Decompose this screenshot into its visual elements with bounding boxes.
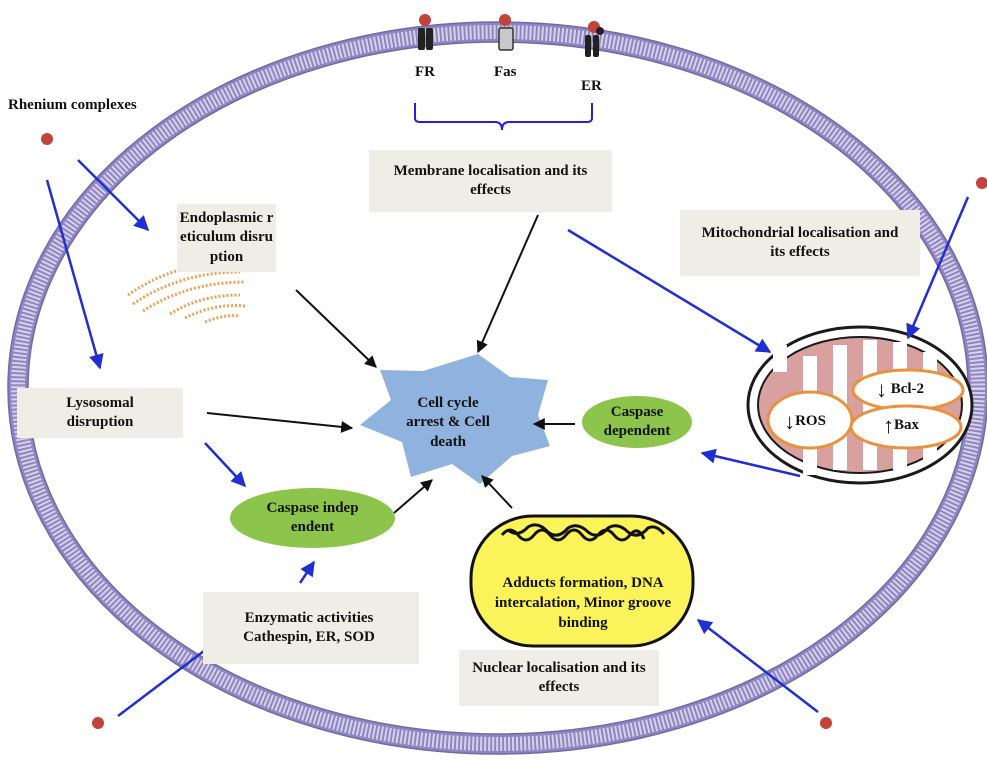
receptor-er-icon <box>585 21 604 57</box>
ros-label: ↓ROS <box>770 408 840 436</box>
cell-death-star <box>360 354 550 484</box>
receptor-fas-label: Fas <box>494 64 517 80</box>
ros-text: ROS <box>795 413 826 430</box>
complex-dot-bottom-left <box>92 717 104 729</box>
nucleus-dna-effects-label: Adducts formation, DNA intercalation, Mi… <box>494 574 672 632</box>
arrow-lyso-to-casp-indep <box>204 442 247 488</box>
complex-dot-top-left <box>41 133 53 145</box>
arrow-to-lysosome <box>45 179 104 370</box>
nuclear-localisation-label: Nuclear localisation and its effects <box>459 650 659 706</box>
caspase-dependent-badge: Caspase dependent <box>582 396 692 448</box>
arrow-mito-to-caspase <box>700 448 801 478</box>
arrow-complex-to-mito <box>906 196 970 340</box>
caspase-independent-badge: Caspase independent <box>230 488 395 548</box>
receptor-fas-icon <box>498 14 514 51</box>
down-arrow-icon: ↓ <box>784 409 796 434</box>
lysosomal-disruption-label: Lysosomal disruption <box>17 388 183 438</box>
mitochondrial-localisation-label: Mitochondrial localisation and its effec… <box>680 210 920 276</box>
arrow-indep-to-death <box>393 479 433 514</box>
arrow-er-to-death <box>295 289 377 368</box>
arrow-enzyme-to-casp-indep <box>298 560 316 584</box>
cell-death-label: Cell cycle arrest & Cell death <box>406 394 490 450</box>
mitochondrion-icon <box>746 325 974 485</box>
up-arrow-icon: ↑ <box>882 413 894 438</box>
arrow-to-er <box>77 159 150 232</box>
down-arrow-icon: ↓ <box>875 377 887 402</box>
complex-dot-bottom-right <box>820 717 832 729</box>
receptor-bracket <box>414 103 593 131</box>
nucleus-icon <box>469 514 695 648</box>
receptor-fr-label: FR <box>415 64 435 80</box>
receptor-er-label: ER <box>581 78 602 94</box>
complex-dot-right <box>976 177 987 189</box>
arrow-membrane-to-death <box>476 214 539 354</box>
arrow-to-mitochondria <box>567 228 772 354</box>
title-rhenium-complexes: Rhenium complexes <box>8 97 137 114</box>
enzymatic-activities-label: Enzymatic activities Cathespin, ER, SOD <box>203 592 419 664</box>
bcl2-text: Bcl-2 <box>890 381 925 398</box>
bax-text: Bax <box>893 417 919 434</box>
bcl2-label: ↓ Bcl-2 <box>865 376 935 404</box>
dna-strand-icon <box>500 523 666 542</box>
arrow-lyso-to-death <box>206 412 354 433</box>
black-arrows <box>206 214 575 514</box>
er-disruption-label: Endoplasmic reticulum disruption <box>177 204 276 272</box>
receptor-fr-icon <box>418 14 433 50</box>
arrow-complex-to-nucleus <box>696 619 819 713</box>
arrow-nucleus-to-death <box>481 475 513 509</box>
membrane-localisation-label: Membrane localisation and its effects <box>369 150 612 212</box>
bax-label: ↑Bax <box>868 412 934 440</box>
